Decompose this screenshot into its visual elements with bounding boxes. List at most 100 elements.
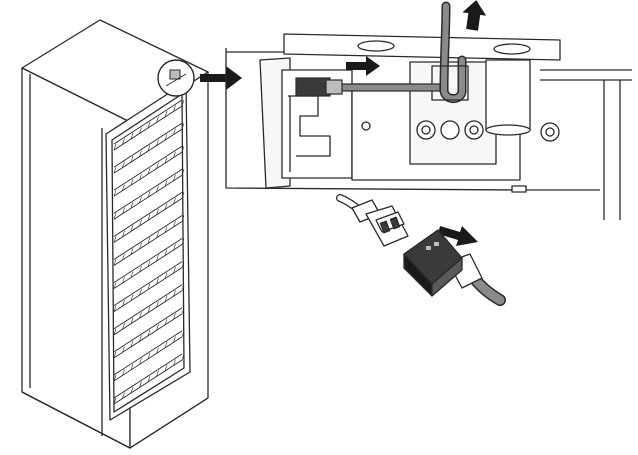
plug-male: [336, 194, 409, 247]
shelf-wire: [156, 278, 159, 285]
cabinet-top-outline: [225, 48, 600, 191]
plug-female: [403, 229, 506, 306]
shelf-back-rail: [113, 168, 183, 214]
shelf-wire: [147, 168, 151, 175]
shelf-wire: [113, 259, 117, 266]
shelf-wire: [130, 132, 134, 140]
shelf-wire: [164, 249, 168, 256]
shelf-wire: [173, 174, 176, 181]
shelf-wire: [181, 122, 185, 130]
shelf-rack: [113, 145, 185, 197]
hinge-pin-base: [485, 124, 531, 136]
shelf-wire: [173, 220, 176, 228]
shelf-wire: [147, 283, 151, 290]
shelf-wire: [113, 236, 117, 243]
shelf-wire: [130, 155, 134, 163]
shelf-wire: [139, 219, 142, 226]
shelf-wire: [173, 313, 176, 320]
shelf-wire: [156, 231, 159, 239]
shelf-wire: [139, 335, 142, 342]
shelf-wire: [156, 139, 159, 146]
shelf-wire: [173, 267, 176, 274]
arrow-right-icon: [346, 56, 380, 76]
shelf-wire: [113, 213, 117, 220]
shelf-wire: [164, 157, 168, 164]
recess-plug-collar: [325, 79, 343, 95]
shelf-wire: [156, 254, 159, 262]
shelf-wire: [147, 237, 151, 244]
female-slot-2: [434, 242, 439, 246]
shelf-wire: [113, 190, 117, 197]
shelf-wire: [164, 180, 168, 187]
shelf-wire: [139, 242, 142, 250]
recess-plug: [295, 77, 331, 97]
shelf-wire: [139, 289, 142, 296]
wine-shelves: [113, 99, 185, 405]
shelf-wire: [164, 110, 168, 118]
male-pin-2: [389, 216, 401, 230]
shelf-wire: [156, 185, 159, 192]
recess-steps: [288, 95, 331, 157]
shelf-wire: [181, 261, 185, 268]
shelf-wire: [130, 340, 134, 347]
shelf-wire: [156, 347, 159, 354]
cable-up-arrow: [462, 0, 487, 31]
shelf-wire: [173, 359, 176, 366]
shelf-wire: [181, 330, 185, 338]
shelf-wire: [156, 301, 159, 308]
shelf-rack: [113, 353, 185, 405]
shelf-back-rail: [113, 353, 183, 399]
female-slot-1: [426, 246, 431, 250]
shelf-wire: [139, 150, 142, 157]
shelf-wire: [147, 260, 151, 267]
shelf-wire: [130, 386, 134, 394]
refrigerator-cabinet: [21, 19, 209, 449]
shelf-wire: [122, 184, 125, 191]
panel-hole: [361, 121, 371, 131]
shelf-wire: [122, 346, 125, 353]
shelf-wire: [113, 282, 117, 289]
shelf-front-rail: [113, 105, 183, 151]
shelf-back-rail: [113, 122, 183, 168]
shelf-rack: [113, 168, 185, 220]
shelf-wire: [130, 294, 134, 301]
shelf-wire: [156, 116, 159, 123]
shelf-wire: [181, 99, 185, 107]
shelf-wire: [181, 215, 185, 222]
hinge-screw-1-inner: [421, 125, 431, 135]
shelf-wire: [130, 363, 134, 371]
shelf-back-rail: [113, 284, 183, 330]
hinge-detail-callout: [157, 59, 195, 97]
shelf-wire: [173, 197, 176, 204]
shelf-wire: [173, 105, 176, 112]
shelf-wire: [147, 352, 151, 360]
shelf-wire: [156, 370, 159, 377]
cable-guide-slot: [431, 65, 469, 101]
shelf-wire: [181, 307, 185, 314]
shelf-wire: [122, 300, 125, 307]
shelf-rack: [113, 307, 185, 359]
hinge-bar-top: [283, 33, 561, 61]
shelf-wire: [122, 323, 125, 330]
recess-cable: [339, 83, 441, 92]
shelf-rack: [113, 99, 185, 151]
shelf-wire: [173, 128, 176, 135]
shelf-wire: [139, 358, 142, 365]
shelf-back-rail: [113, 99, 183, 145]
hinge-thumbnail-icon: [169, 69, 181, 80]
shelf-wire: [164, 318, 168, 325]
shelf-wire: [113, 397, 117, 405]
arrow-right-icon: [200, 66, 242, 90]
arrow-diagonal-icon: [438, 226, 478, 246]
shelf-wire: [164, 226, 168, 233]
shelf-rack: [113, 261, 185, 313]
shelf-wire: [130, 248, 134, 255]
hinge-bar-hole-2: [493, 43, 531, 55]
shelf-wire: [122, 369, 125, 376]
hinge-screw-3-inner: [469, 125, 479, 135]
shelf-wire: [181, 353, 185, 361]
shelf-wire: [156, 162, 159, 169]
shelf-wire: [139, 127, 142, 134]
